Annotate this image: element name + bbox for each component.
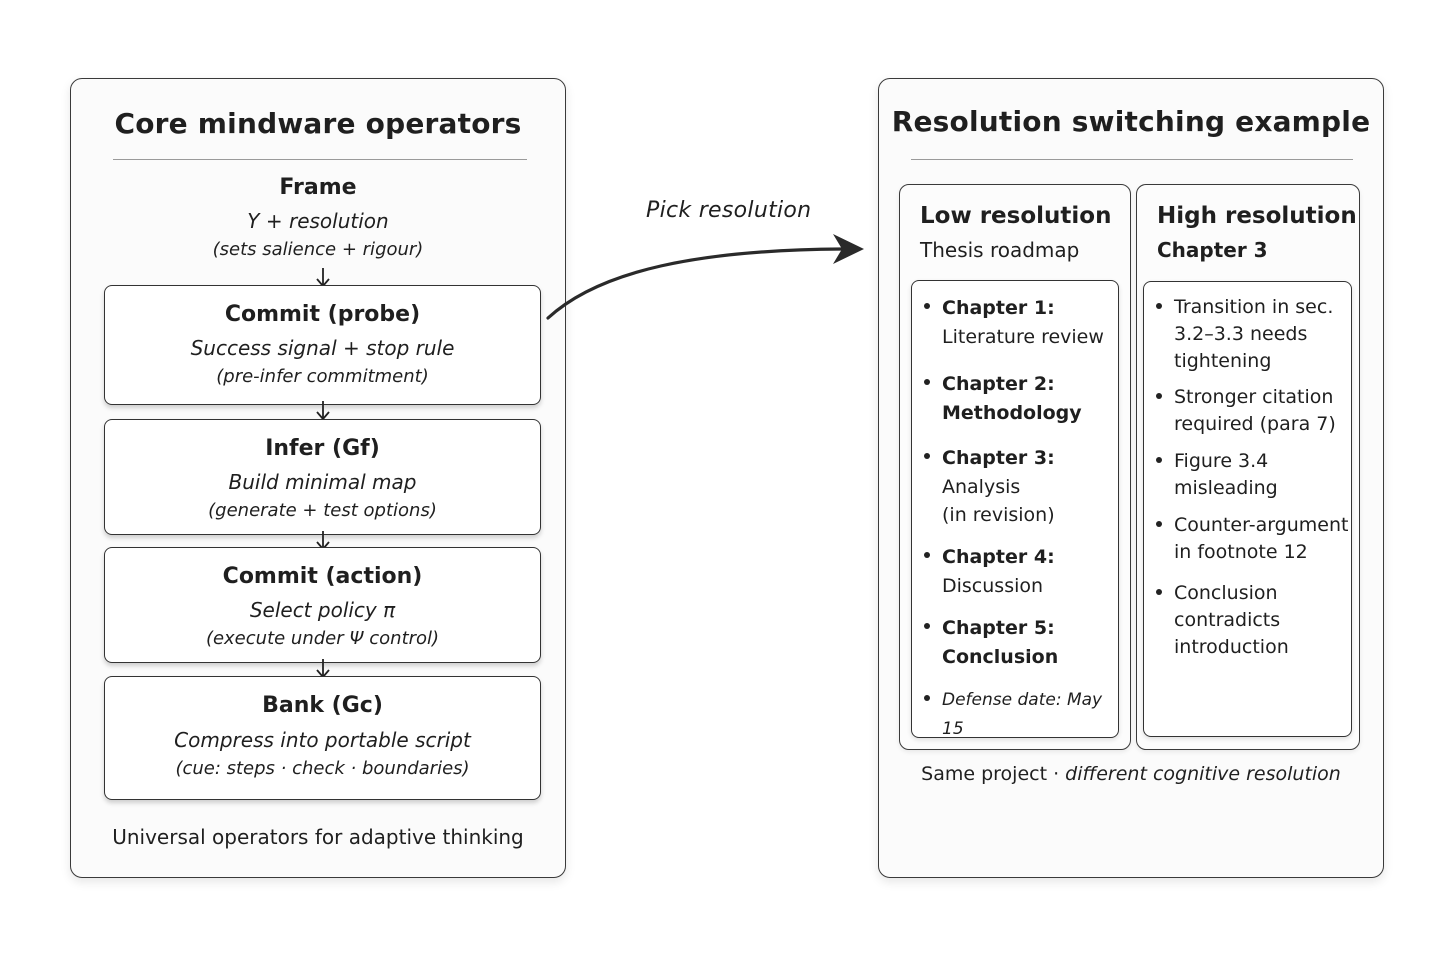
operator-note: (generate + test options): [208, 500, 437, 521]
operator-title: Infer (Gf): [265, 436, 380, 461]
bullet-icon: [1156, 393, 1162, 399]
defense-date-note: Defense date: May 15: [912, 686, 1118, 744]
title-divider: [113, 159, 527, 160]
operator-note: (pre-infer commitment): [216, 366, 429, 387]
list-item: Chapter 3: Analysis (in revision): [912, 444, 1118, 528]
column-header: Low resolution Thesis roadmap: [920, 199, 1111, 267]
bullet-icon: [924, 303, 930, 309]
bullet-icon: [924, 453, 930, 459]
bullet-icon: [924, 623, 930, 629]
list-item: Chapter 4: Discussion: [912, 543, 1118, 601]
core-operators-panel: Core mindware operators Frame Y + resolu…: [70, 78, 566, 878]
column-title: High resolution: [1157, 203, 1357, 229]
high-resolution-column: High resolution Chapter 3 Transition in …: [1136, 184, 1360, 750]
infer-box: Infer (Gf) Build minimal map (generate +…: [104, 419, 541, 535]
column-subtitle: Chapter 3: [1157, 238, 1268, 262]
operator-note: (execute under Ψ control): [205, 628, 440, 649]
operator-note: (cue: steps · check · boundaries): [175, 758, 470, 779]
list-item: Stronger citation required (para 7): [1144, 384, 1351, 438]
revision-notes-list: Transition in sec. 3.2–3.3 needs tighten…: [1143, 281, 1352, 737]
panel-title: Core mindware operators: [114, 107, 522, 140]
panel-title: Resolution switching example: [891, 105, 1371, 138]
list-item: Transition in sec. 3.2–3.3 needs tighten…: [1144, 294, 1351, 375]
comparison-caption: Same project · different cognitive resol…: [921, 763, 1341, 785]
column-subtitle: Thesis roadmap: [920, 238, 1080, 262]
bullet-icon: [1156, 457, 1162, 463]
list-item: Figure 3.4 misleading: [1144, 448, 1351, 502]
commit-action-box: Commit (action) Select policy π (execute…: [104, 547, 541, 663]
bank-box: Bank (Gc) Compress into portable script …: [104, 676, 541, 800]
operator-description: Y + resolution: [247, 209, 389, 233]
operator-description: Success signal + stop rule: [190, 336, 455, 360]
operator-title: Commit (action): [222, 564, 423, 589]
operator-description: Select policy π: [249, 598, 396, 622]
operator-note: (sets salience + rigour): [212, 239, 424, 260]
bullet-icon: [924, 379, 930, 385]
commit-probe-box: Commit (probe) Success signal + stop rul…: [104, 285, 541, 405]
bullet-icon: [1156, 589, 1162, 595]
bullet-icon: [924, 695, 930, 701]
list-item: Chapter 2: Methodology: [912, 370, 1118, 428]
operator-title: Frame: [279, 175, 357, 200]
low-resolution-column: Low resolution Thesis roadmap Chapter 1:…: [899, 184, 1131, 750]
column-header: High resolution Chapter 3: [1157, 199, 1357, 267]
connector-label: Pick resolution: [646, 198, 812, 223]
title-divider: [911, 159, 1353, 160]
list-item: Chapter 5: Conclusion: [912, 614, 1118, 672]
column-title: Low resolution: [920, 203, 1112, 229]
operator-description: Build minimal map: [228, 470, 417, 494]
bullet-icon: [1156, 521, 1162, 527]
bullet-icon: [1156, 303, 1162, 309]
panel-footer: Universal operators for adaptive thinkin…: [112, 825, 524, 849]
resolution-example-panel: Resolution switching example Low resolut…: [878, 78, 1384, 878]
operator-title: Commit (probe): [224, 302, 421, 327]
frame-operator: Frame Y + resolution (sets salience + ri…: [71, 173, 565, 264]
operator-title: Bank (Gc): [262, 693, 383, 718]
operator-description: Compress into portable script: [174, 728, 471, 752]
roadmap-list: Chapter 1: Literature review Chapter 2: …: [911, 280, 1119, 739]
bullet-icon: [924, 552, 930, 558]
list-item: Conclusion contradicts introduction: [1144, 580, 1351, 661]
list-item: Counter-argument in footnote 12: [1144, 512, 1351, 566]
list-item: Chapter 1: Literature review: [912, 294, 1118, 352]
